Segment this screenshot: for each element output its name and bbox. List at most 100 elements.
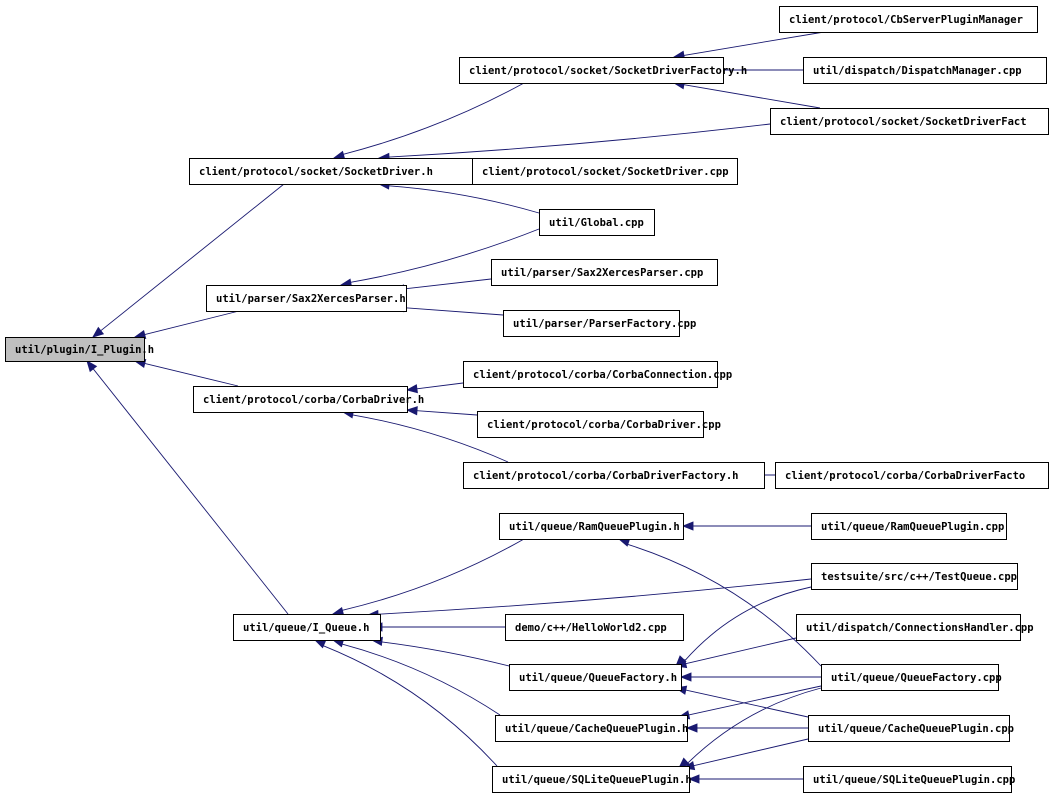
- node-label: util/dispatch/DispatchManager.cpp: [813, 65, 1022, 77]
- node-box: [539, 209, 655, 236]
- edge-line: [100, 183, 285, 332]
- node-box: [233, 614, 381, 641]
- file-node[interactable]: util/parser/Sax2XercesParser.cpp: [491, 259, 718, 286]
- edge-line: [381, 641, 510, 667]
- file-node[interactable]: util/queue/RamQueuePlugin.cpp: [811, 513, 1007, 540]
- file-node[interactable]: util/Global.cpp: [539, 209, 655, 236]
- node-label: client/protocol/socket/SocketDriverFacto…: [469, 65, 747, 77]
- edges-layer: [86, 31, 825, 784]
- arrowhead-icon: [92, 326, 105, 338]
- node-box: [803, 57, 1047, 84]
- node-box: [477, 411, 704, 438]
- arrowhead-icon: [685, 723, 698, 733]
- file-node[interactable]: client/protocol/socket/SocketDriver.cpp: [472, 158, 738, 185]
- dependency-edge: [86, 360, 289, 615]
- file-node[interactable]: util/queue/CacheQueuePlugin.cpp: [808, 715, 1014, 742]
- edge-line: [684, 586, 812, 662]
- node-label: util/queue/I_Queue.h: [243, 622, 369, 634]
- file-node[interactable]: util/queue/SQLiteQueuePlugin.h: [492, 766, 692, 793]
- node-box: [206, 285, 407, 312]
- dependency-edge: [677, 685, 822, 720]
- node-box: [775, 462, 1049, 489]
- arrowhead-icon: [405, 384, 418, 394]
- dependency-edge: [377, 123, 771, 163]
- dependency-edge: [92, 183, 285, 338]
- edge-line: [377, 578, 812, 615]
- file-node[interactable]: client/protocol/corba/CorbaDriverFactory…: [463, 462, 765, 489]
- node-box: [779, 6, 1038, 33]
- nodes-layer: util/plugin/I_Plugin.h client/protocol/so…: [5, 6, 1049, 793]
- node-label: client/protocol/corba/CorbaDriverFacto: [785, 470, 1025, 482]
- edge-line: [144, 310, 240, 336]
- file-node[interactable]: client/protocol/corba/CorbaDriver.h: [193, 386, 425, 413]
- file-node[interactable]: util/queue/QueueFactory.h: [509, 664, 682, 691]
- dependency-edge: [133, 310, 240, 340]
- edge-line: [685, 689, 809, 718]
- edge-line: [341, 643, 501, 716]
- node-label: client/protocol/CbServerPluginManager: [789, 14, 1023, 26]
- node-box: [803, 766, 1012, 793]
- node-box: [770, 108, 1049, 135]
- edge-line: [683, 31, 825, 56]
- file-node[interactable]: client/protocol/socket/SocketDriverFacto…: [459, 57, 748, 84]
- node-box: [808, 715, 1010, 742]
- node-box: [811, 513, 1007, 540]
- edge-line: [323, 645, 498, 767]
- node-box: [5, 337, 145, 362]
- dependency-edge: [681, 521, 811, 531]
- arrowhead-icon: [86, 360, 98, 373]
- file-node[interactable]: util/queue/CacheQueuePlugin.h: [495, 715, 689, 742]
- node-box: [811, 563, 1018, 590]
- node-box: [491, 259, 718, 286]
- file-node[interactable]: util/queue/RamQueuePlugin.h: [499, 513, 684, 540]
- file-node[interactable]: util/parser/ParserFactory.cpp: [503, 310, 697, 337]
- edge-line: [693, 738, 809, 767]
- node-box: [492, 766, 690, 793]
- node-label: util/dispatch/ConnectionsHandler.cpp: [806, 622, 1034, 634]
- dependency-edge: [685, 723, 808, 733]
- node-label: client/protocol/socket/SocketDriverFact: [780, 116, 1027, 128]
- root-node: util/plugin/I_Plugin.h: [5, 337, 154, 362]
- file-node[interactable]: util/dispatch/DispatchManager.cpp: [803, 57, 1047, 84]
- file-node[interactable]: demo/c++/HelloWorld2.cpp: [505, 614, 684, 641]
- file-node[interactable]: util/dispatch/ConnectionsHandler.cpp: [796, 614, 1034, 641]
- file-node[interactable]: util/queue/SQLiteQueuePlugin.cpp: [803, 766, 1016, 793]
- node-label: testsuite/src/c++/TestQueue.cpp: [821, 571, 1017, 583]
- node-box: [509, 664, 682, 691]
- file-node[interactable]: client/protocol/corba/CorbaDriverFacto: [775, 462, 1049, 489]
- file-node[interactable]: util/parser/Sax2XercesParser.h: [206, 285, 407, 312]
- edge-line: [685, 637, 797, 665]
- file-node[interactable]: client/protocol/corba/CorbaDriver.cpp: [477, 411, 721, 438]
- dependency-edge: [675, 586, 812, 667]
- node-label: util/plugin/I_Plugin.h: [15, 344, 154, 356]
- node-box: [193, 386, 408, 413]
- node-label: demo/c++/HelloWorld2.cpp: [515, 622, 667, 634]
- file-node[interactable]: util/queue/QueueFactory.cpp: [821, 664, 1002, 691]
- node-box: [463, 361, 718, 388]
- dependency-edge: [405, 382, 464, 394]
- edge-line: [403, 307, 504, 316]
- node-label: client/protocol/corba/CorbaDriver.h: [203, 394, 424, 406]
- file-node[interactable]: client/protocol/CbServerPluginManager: [779, 6, 1038, 33]
- dependency-edge: [672, 31, 825, 60]
- node-box: [821, 664, 999, 691]
- edge-line: [350, 228, 540, 283]
- dependency-edge: [331, 638, 501, 716]
- node-label: client/protocol/corba/CorbaConnection.cp…: [473, 369, 732, 381]
- node-label: util/queue/CacheQueuePlugin.h: [505, 723, 688, 735]
- node-box: [796, 614, 1021, 641]
- dependency-edge: [392, 278, 492, 294]
- node-box: [495, 715, 688, 742]
- node-label: client/protocol/socket/SocketDriver.cpp: [482, 166, 729, 178]
- node-box: [472, 158, 738, 185]
- edge-line: [403, 278, 492, 290]
- node-label: util/queue/RamQueuePlugin.cpp: [821, 521, 1004, 533]
- file-node[interactable]: client/protocol/socket/SocketDriver.h: [189, 158, 473, 185]
- file-node[interactable]: testsuite/src/c++/TestQueue.cpp: [811, 563, 1018, 590]
- dependency-edge: [133, 358, 239, 387]
- file-node[interactable]: client/protocol/socket/SocketDriverFact: [770, 108, 1049, 135]
- file-node[interactable]: client/protocol/corba/CorbaConnection.cp…: [463, 361, 733, 388]
- node-label: util/queue/QueueFactory.cpp: [831, 672, 1002, 684]
- file-node[interactable]: util/queue/I_Queue.h: [233, 614, 381, 641]
